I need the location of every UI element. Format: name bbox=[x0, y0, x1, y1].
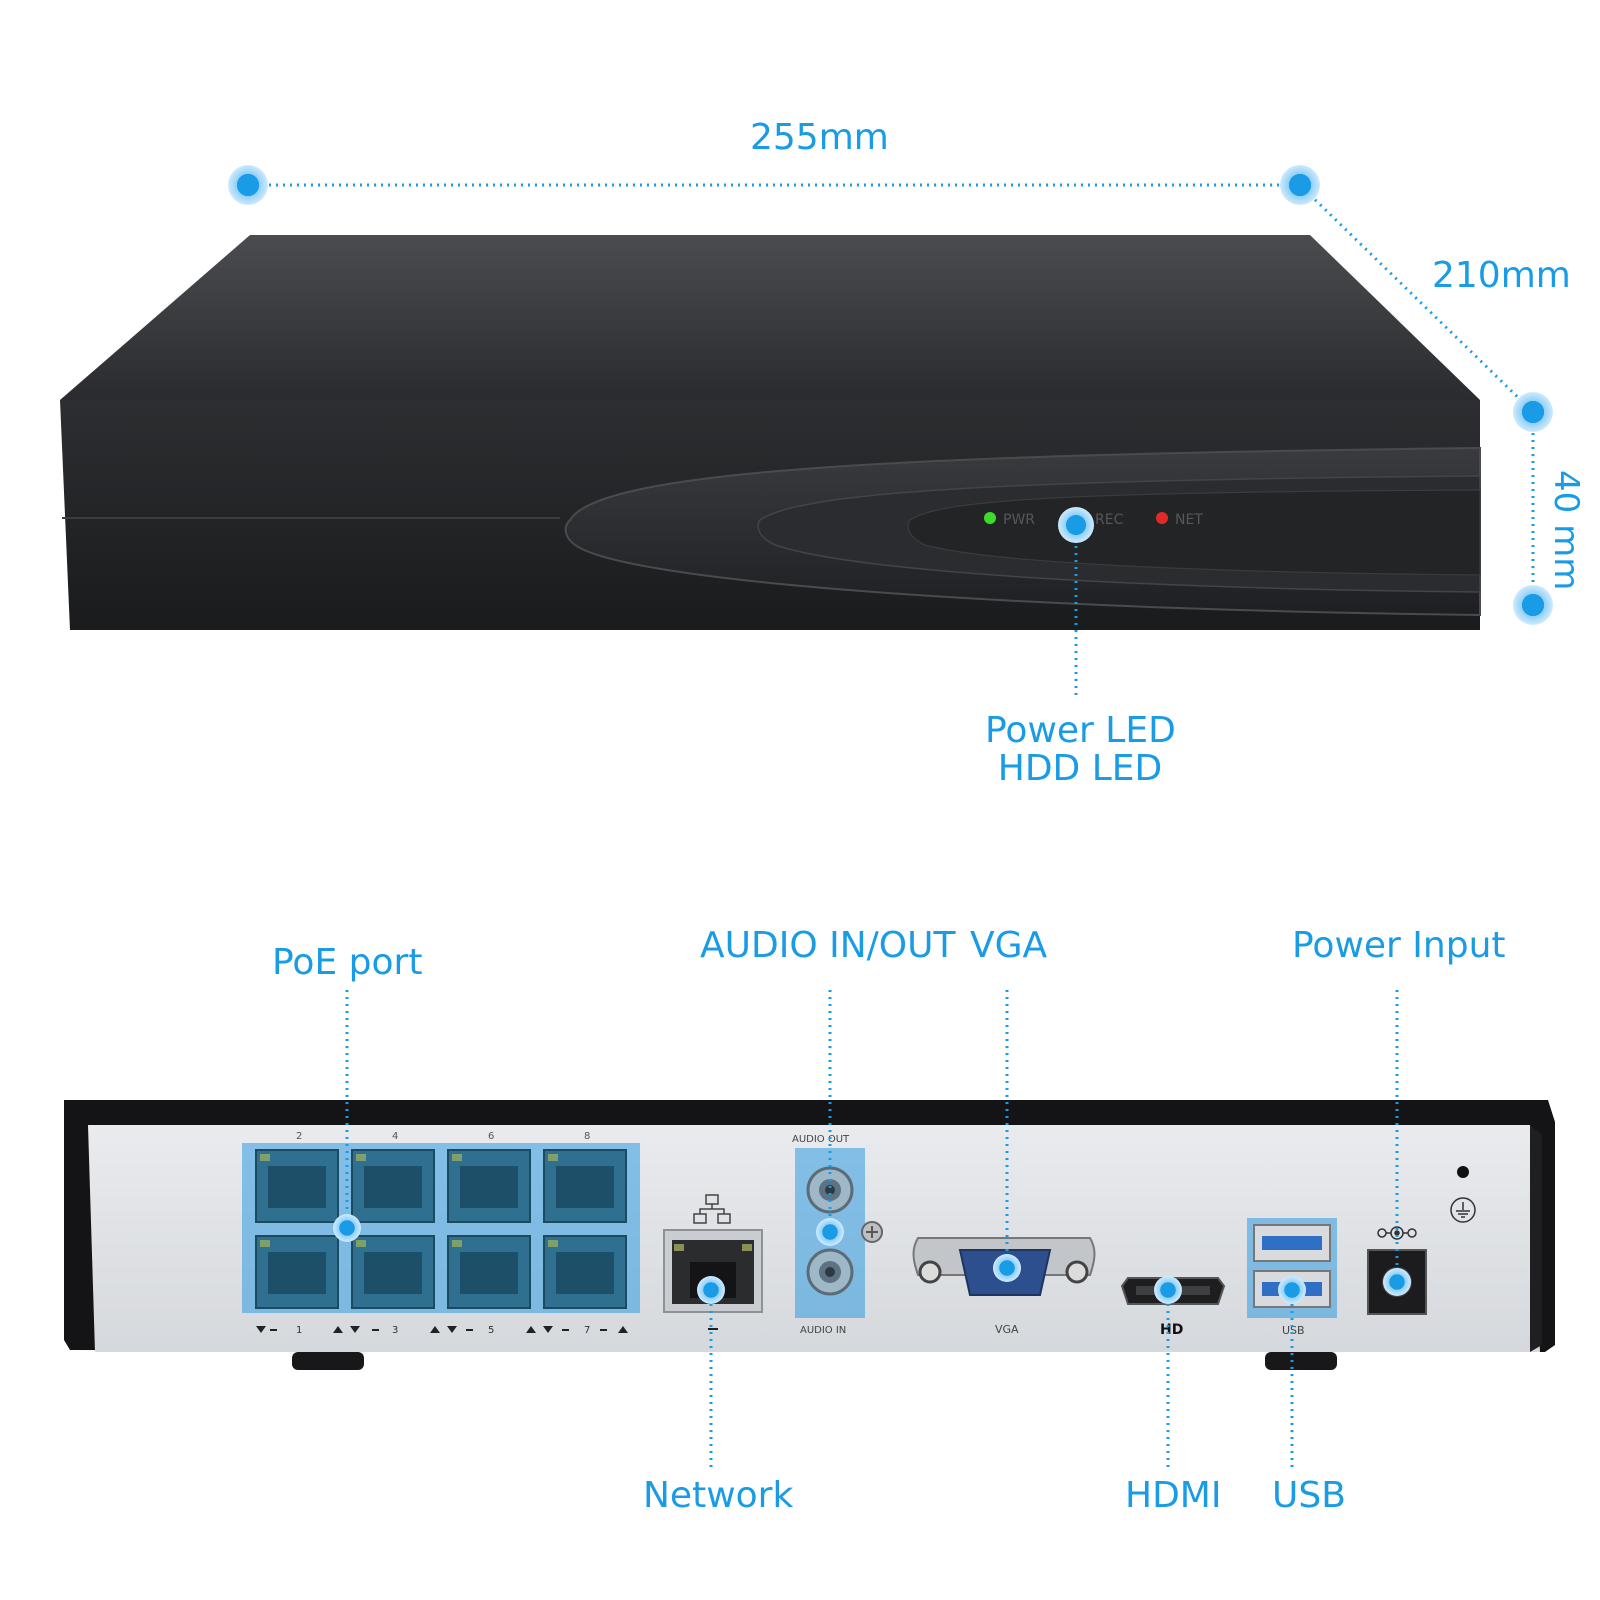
poe-number-3: 3 bbox=[392, 1325, 398, 1336]
poe-rj45-port bbox=[543, 1149, 627, 1223]
rec-led-label: REC bbox=[1095, 512, 1124, 528]
poe-number-2: 2 bbox=[296, 1131, 302, 1142]
net-led bbox=[1156, 512, 1168, 524]
network-callout: Network bbox=[643, 1475, 794, 1516]
poe-number-6: 6 bbox=[488, 1131, 494, 1142]
usb-port-label: USB bbox=[1282, 1324, 1305, 1337]
audio-callout: AUDIO IN/OUT bbox=[700, 925, 956, 966]
poe-rj45-port bbox=[351, 1235, 435, 1309]
dimension-markers bbox=[228, 165, 1553, 625]
rear-right-edge bbox=[1530, 1125, 1542, 1352]
audio-out-label: AUDIO OUT bbox=[792, 1134, 850, 1145]
poe-rj45-port bbox=[255, 1149, 339, 1223]
vga-marker bbox=[993, 1254, 1021, 1282]
poe-top-numbers: 2 4 6 8 bbox=[296, 1131, 590, 1142]
dimension-lines bbox=[248, 183, 1535, 700]
ground-symbol-icon bbox=[1450, 1197, 1476, 1223]
vga-port-label: VGA bbox=[995, 1323, 1019, 1336]
poe-rj45-port bbox=[543, 1235, 627, 1309]
height-dimension-label: 40 mm bbox=[1546, 470, 1586, 591]
pwr-led-label: PWR bbox=[1003, 512, 1035, 528]
rear-markers bbox=[333, 1214, 1411, 1304]
hdmi-marker bbox=[1154, 1276, 1182, 1304]
audio-out-jack bbox=[806, 1166, 854, 1214]
audio-in-jack bbox=[806, 1248, 854, 1296]
dc-polarity-symbol bbox=[1377, 1226, 1417, 1240]
right-foot bbox=[1265, 1352, 1337, 1370]
poe-rj45-port bbox=[351, 1149, 435, 1223]
hdd-led-callout: HDD LED bbox=[997, 747, 1163, 789]
network-marker bbox=[697, 1276, 725, 1304]
poe-number-1: 1 bbox=[296, 1325, 302, 1336]
poe-marker bbox=[333, 1214, 361, 1242]
nvr-front-unit: PWR REC NET bbox=[60, 235, 1481, 630]
usb-marker bbox=[1278, 1276, 1306, 1304]
audio-marker bbox=[816, 1218, 844, 1246]
width-start-marker bbox=[228, 165, 268, 205]
usb-ports bbox=[1253, 1224, 1331, 1308]
left-foot bbox=[292, 1352, 364, 1370]
usb-callout: USB bbox=[1272, 1475, 1346, 1516]
poe-number-4: 4 bbox=[392, 1131, 398, 1142]
net-led-label: NET bbox=[1175, 512, 1203, 528]
power-led-callout: Power LED bbox=[985, 710, 1176, 751]
width-end-marker bbox=[1280, 165, 1320, 205]
power-input-callout: Power Input bbox=[1292, 925, 1506, 966]
led-group: PWR REC NET bbox=[984, 512, 1203, 528]
depth-end-marker bbox=[1513, 392, 1553, 432]
led-marker bbox=[1058, 507, 1094, 543]
poe-number-8: 8 bbox=[584, 1131, 590, 1142]
led-callout: Power LED HDD LED bbox=[985, 710, 1176, 789]
nvr-rear-unit: 2 4 6 8 1 3 5 7 bbox=[64, 1100, 1555, 1370]
audio-in-label: AUDIO IN bbox=[800, 1325, 846, 1336]
unit-top-surface bbox=[60, 235, 1480, 400]
hdmi-callout: HDMI bbox=[1125, 1475, 1222, 1516]
power-marker bbox=[1383, 1268, 1411, 1296]
depth-dimension-line bbox=[1298, 183, 1535, 414]
poe-number-7: 7 bbox=[584, 1325, 590, 1336]
poe-bottom-numbers: 1 3 5 7 bbox=[296, 1325, 590, 1336]
poe-number-5: 5 bbox=[488, 1325, 494, 1336]
poe-rj45-port bbox=[255, 1235, 339, 1309]
pwr-led bbox=[984, 512, 996, 524]
front-led-strip bbox=[907, 489, 1481, 576]
poe-port-block bbox=[255, 1149, 627, 1309]
vga-callout: VGA bbox=[970, 925, 1048, 966]
height-end-marker bbox=[1513, 585, 1553, 625]
poe-port-callout: PoE port bbox=[272, 942, 423, 983]
poe-arrow-marks bbox=[256, 1326, 628, 1333]
width-dimension-label: 255mm bbox=[750, 117, 889, 158]
depth-dimension-label: 210mm bbox=[1432, 255, 1571, 296]
rear-leader-lines bbox=[345, 990, 1399, 1470]
hdmi-logo: HD bbox=[1160, 1322, 1183, 1338]
reset-hole bbox=[1457, 1166, 1469, 1178]
poe-rj45-port bbox=[447, 1149, 531, 1223]
poe-rj45-port bbox=[447, 1235, 531, 1309]
network-icon bbox=[693, 1194, 731, 1224]
ground-screw bbox=[861, 1221, 883, 1243]
